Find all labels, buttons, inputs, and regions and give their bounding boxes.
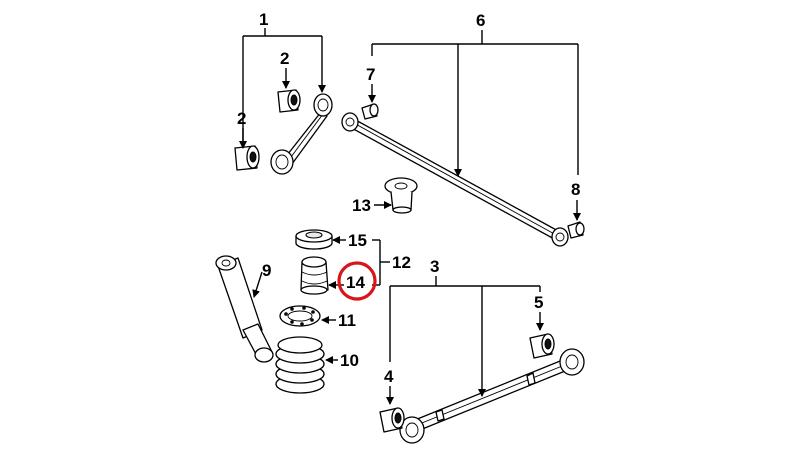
bushing-4 [379, 407, 405, 433]
callout-5: 5 [534, 293, 543, 312]
callout-4: 4 [384, 367, 394, 386]
spring-pad [279, 305, 321, 327]
bushing-8 [567, 221, 585, 239]
bushing-7 [361, 103, 379, 120]
callout-14: 14 [346, 273, 365, 292]
callout-2-upper: 2 [280, 49, 289, 68]
lateral-rod [341, 112, 569, 247]
callout-10: 10 [340, 351, 359, 370]
bump-stop [300, 256, 329, 295]
callout-15: 15 [348, 231, 367, 250]
spring-insulator [295, 229, 333, 250]
callout-11: 11 [338, 311, 356, 330]
bushing-lower [234, 145, 260, 171]
callout-13: 13 [352, 196, 371, 215]
upper-control-arm [270, 93, 333, 175]
callout-1: 1 [259, 10, 268, 29]
bushing-upper [277, 89, 301, 113]
leader-lines [239, 28, 581, 405]
callout-8: 8 [571, 180, 580, 199]
callout-9: 9 [262, 261, 271, 280]
callout-2-lower: 2 [237, 109, 246, 128]
callout-6: 6 [476, 11, 485, 30]
highlight-circle [337, 261, 377, 301]
lower-control-arm [399, 348, 585, 444]
bushing-5 [529, 333, 555, 359]
spring-seat-bracket [384, 177, 418, 214]
callout-3: 3 [430, 257, 439, 276]
shock-absorber [215, 255, 274, 363]
callout-7: 7 [366, 65, 375, 84]
callout-12: 12 [392, 253, 411, 272]
callout-labels: 1 2 2 6 7 8 13 15 14 12 9 11 10 3 4 5 [237, 10, 580, 386]
coil-spring [275, 336, 325, 394]
